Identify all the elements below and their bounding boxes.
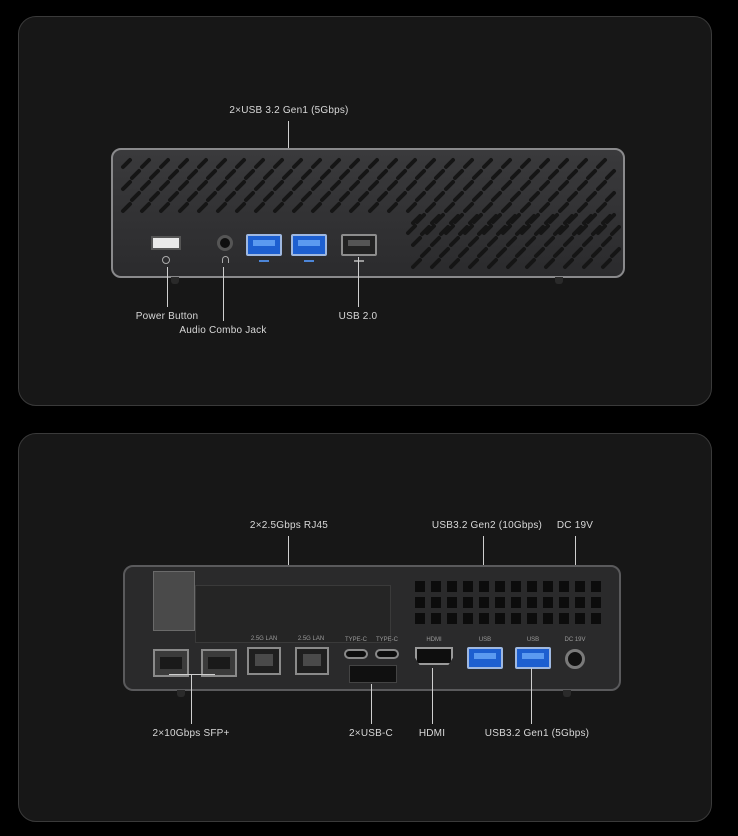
usb-a-mark: USB — [478, 637, 492, 643]
rj45-port-2[interactable] — [295, 647, 329, 675]
vent-slot — [511, 597, 521, 608]
label-usb32-gen1-back: USB3.2 Gen1 (5Gbps) — [484, 728, 590, 739]
leader-power — [167, 267, 168, 307]
leader-hdmi — [432, 668, 433, 724]
vent-slot — [559, 581, 569, 592]
vent-slot — [447, 613, 457, 624]
label-usb20: USB 2.0 — [338, 311, 378, 322]
vent-slot — [463, 581, 473, 592]
vent-slot — [479, 613, 489, 624]
lan1-mark: 2.5G LAN — [250, 636, 278, 642]
usb-icon — [354, 260, 364, 262]
vent-slot — [591, 613, 601, 624]
vent-slot — [431, 597, 441, 608]
vent-slot — [575, 581, 585, 592]
vent-slot — [575, 613, 585, 624]
vent-slot — [527, 597, 537, 608]
vent-slot — [495, 613, 505, 624]
back-panel: 2×2.5Gbps RJ45 USB3.2 Gen2 (10Gbps) DC 1… — [18, 433, 712, 822]
leader-sfp — [191, 674, 192, 724]
front-device-body — [111, 148, 625, 278]
typec2-mark: TYPE-C — [375, 637, 399, 643]
usb-c-port-2[interactable] — [375, 649, 399, 659]
vent-slot — [527, 613, 537, 624]
vent-slot — [431, 581, 441, 592]
hdmi-port[interactable] — [415, 647, 453, 665]
mounting-bracket — [153, 571, 195, 631]
vent-slot — [415, 581, 425, 592]
front-panel: 2×USB 3.2 Gen1 (5Gbps) Power Button Audi… — [18, 16, 712, 406]
usb-c-bracket — [349, 665, 397, 683]
usb32-gen1-port-2[interactable] — [291, 234, 327, 256]
vent-slot — [463, 613, 473, 624]
lan2-mark: 2.5G LAN — [297, 636, 325, 642]
vent-slots — [121, 158, 621, 269]
device-foot — [555, 277, 563, 284]
label-power-button: Power Button — [135, 311, 199, 322]
headphone-icon — [222, 256, 229, 263]
label-usb32-gen2: USB3.2 Gen2 (10Gbps) — [431, 520, 543, 531]
leader-usbc — [371, 684, 372, 724]
label-audio-jack: Audio Combo Jack — [179, 325, 267, 336]
inner-frame — [195, 585, 391, 643]
label-sfp: 2×10Gbps SFP+ — [152, 728, 230, 739]
vent-slot — [479, 597, 489, 608]
vent-slot — [415, 597, 425, 608]
device-foot — [563, 690, 571, 697]
leader-usb32-gen1-back — [531, 668, 532, 724]
vent-slot — [543, 597, 553, 608]
usb32-gen1-port-1[interactable] — [246, 234, 282, 256]
vent-slot — [447, 581, 457, 592]
hdmi-mark: HDMI — [426, 637, 442, 643]
leader-audio — [223, 267, 224, 321]
typec1-mark: TYPE-C — [344, 637, 368, 643]
vent-slot — [591, 597, 601, 608]
label-usbc: 2×USB-C — [349, 728, 393, 739]
vent-slot — [447, 597, 457, 608]
vent-slot — [527, 581, 537, 592]
vent-slot — [431, 613, 441, 624]
vent-slot — [559, 597, 569, 608]
usb-ss-icon — [304, 260, 314, 262]
vent-slot — [511, 581, 521, 592]
vent-slot — [511, 613, 521, 624]
vent-slot — [463, 597, 473, 608]
sfp-port-1[interactable] — [153, 649, 189, 677]
usb-c-port-1[interactable] — [344, 649, 368, 659]
vent-slot — [495, 597, 505, 608]
usb-ss-icon — [259, 260, 269, 262]
usb20-port[interactable] — [341, 234, 377, 256]
usb-b-mark: USB — [526, 637, 540, 643]
vent-slot — [591, 581, 601, 592]
device-foot — [177, 690, 185, 697]
sfp-port-2[interactable] — [201, 649, 237, 677]
leader-usb20 — [358, 257, 359, 307]
power-button[interactable] — [151, 236, 181, 250]
vent-slot — [543, 581, 553, 592]
label-hdmi: HDMI — [418, 728, 446, 739]
vent-slot — [479, 581, 489, 592]
usb32-gen2-port[interactable] — [467, 647, 503, 669]
power-icon — [162, 256, 170, 264]
dc-power-jack[interactable] — [565, 649, 585, 669]
rj45-port-1[interactable] — [247, 647, 281, 675]
vent-slot — [575, 597, 585, 608]
leader-sfp-h — [169, 674, 215, 675]
device-foot — [171, 277, 179, 284]
vent-slot — [495, 581, 505, 592]
label-usb32-gen1-front: 2×USB 3.2 Gen1 (5Gbps) — [229, 105, 349, 116]
usb32-gen1-port[interactable] — [515, 647, 551, 669]
audio-combo-jack[interactable] — [217, 235, 233, 251]
vent-slot — [543, 613, 553, 624]
dc-mark: DC 19V — [564, 637, 586, 643]
label-rj45: 2×2.5Gbps RJ45 — [249, 520, 329, 531]
label-dc19v: DC 19V — [556, 520, 594, 531]
vent-slot — [415, 613, 425, 624]
vent-slot — [559, 613, 569, 624]
back-device-body: 2.5G LAN 2.5G LAN TYPE-C TYPE-C HDMI USB… — [123, 565, 621, 691]
